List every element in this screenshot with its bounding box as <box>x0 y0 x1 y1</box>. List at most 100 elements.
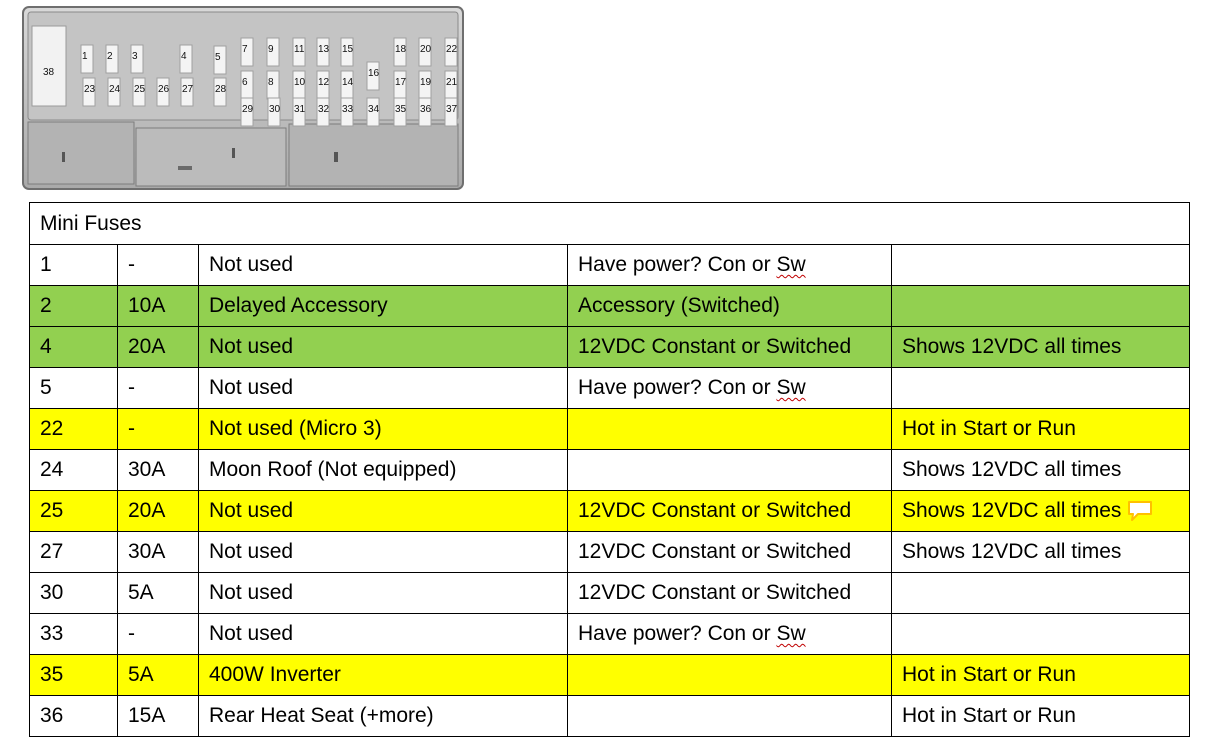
table-row: 36 15A Rear Heat Seat (+more) Hot in Start … <box>29 695 1191 737</box>
cell-text: Hot in Start or Run <box>902 417 1076 440</box>
fuse-label-19: 19 <box>420 77 432 88</box>
table-row: 22-Not used (Micro 3)Hot in Start or Run <box>29 408 1191 450</box>
fuse-label-4: 4 <box>181 51 187 62</box>
cell-note: Hot in Start or Run <box>890 695 1191 737</box>
cell-amps: 30A <box>117 531 199 573</box>
fuse-label-14: 14 <box>342 77 354 88</box>
fuse-label-22: 22 <box>446 44 458 55</box>
fuse-slot-26 <box>156 77 170 107</box>
fuse-slot-23 <box>82 77 96 107</box>
fuse-slot-2 <box>105 44 119 74</box>
cell-text: 12VDC Constant or Switched <box>578 499 852 522</box>
cell-fuse: 22 <box>29 408 118 450</box>
cell-text: 30 <box>40 581 64 604</box>
cell-text: 22 <box>40 417 64 440</box>
fuse-slot-16 <box>366 61 380 91</box>
fuse-label-26: 26 <box>158 84 170 95</box>
cell-note: Shows 12VDC all times <box>890 531 1191 573</box>
cell-power: Have power? Con or Sw <box>567 367 892 409</box>
fuse-box-lower-middle <box>135 127 287 187</box>
cell-text: Not used <box>209 376 294 399</box>
comment-bubble-icon[interactable] <box>1127 500 1153 522</box>
fuse-slot-9 <box>266 37 280 67</box>
cell-fuse: 33 <box>29 613 118 655</box>
cell-text: Accessory (Switched) <box>578 294 780 317</box>
fuse-label-35: 35 <box>395 104 407 115</box>
fuse-box-lower-left <box>27 121 135 185</box>
cell-text: 10A <box>128 294 166 317</box>
cell-text: Not used <box>209 581 294 604</box>
cell-power: Accessory (Switched) <box>567 285 892 327</box>
cell-text: 4 <box>40 335 52 358</box>
cell-text: Rear Heat Seat (+more) <box>209 704 434 727</box>
cell-text: 15A <box>128 704 166 727</box>
cell-power <box>567 408 892 450</box>
cell-power: 12VDC Constant or Switched <box>567 531 892 573</box>
fuse-slot-27 <box>180 77 194 107</box>
cell-text: 33 <box>40 622 64 645</box>
fuse-label-18: 18 <box>395 44 407 55</box>
cell-power: Have power? Con or Sw <box>567 244 892 286</box>
fuse-slot-30 <box>267 97 281 127</box>
fuse-label-17: 17 <box>395 77 407 88</box>
fuse-label-16: 16 <box>368 68 380 79</box>
cell-amps: - <box>117 244 199 286</box>
cell-fuse: 24 <box>29 449 118 491</box>
cell-fuse: 25 <box>29 490 118 532</box>
fuse-slot-36 <box>418 97 432 127</box>
cell-circuit: Moon Roof (Not equipped) <box>198 449 568 491</box>
cell-text: 12VDC Constant or Switched <box>578 581 852 604</box>
cell-note: Shows 12VDC all times <box>890 449 1191 491</box>
cell-power: 12VDC Constant or Switched <box>567 490 892 532</box>
cell-amps: - <box>117 613 199 655</box>
cell-note: Shows 12VDC all times <box>890 490 1191 532</box>
cell-text: 24 <box>40 458 64 481</box>
fuse-label-12: 12 <box>318 77 330 88</box>
cell-circuit: Not used <box>198 613 568 655</box>
fuse-slot-15 <box>340 37 354 67</box>
cell-note <box>890 244 1191 286</box>
cell-text: Shows 12VDC all times <box>902 540 1122 563</box>
cell-text: 30A <box>128 540 166 563</box>
cell-circuit: Delayed Accessory <box>198 285 568 327</box>
cell-circuit: 400W Inverter <box>198 654 568 696</box>
fuse-slot-37 <box>444 97 458 127</box>
cell-text: Shows 12VDC all times <box>902 458 1122 481</box>
fuse-slot-18 <box>393 37 407 67</box>
cell-power: Have power? Con or Sw <box>567 613 892 655</box>
cell-power: 12VDC Constant or Switched <box>567 572 892 614</box>
fuse-label-24: 24 <box>109 84 121 95</box>
fuse-label-15: 15 <box>342 44 354 55</box>
fuse-box-lower-right <box>288 123 459 187</box>
cell-fuse: 36 <box>29 695 118 737</box>
fuse-label-34: 34 <box>368 104 380 115</box>
cell-amps: 10A <box>117 285 199 327</box>
cell-text: 400W Inverter <box>209 663 341 686</box>
fuse-slot-11 <box>292 37 306 67</box>
fuse-38-label: 38 <box>43 67 55 78</box>
cell-amps: 15A <box>117 695 199 737</box>
cell-text: 30A <box>128 458 166 481</box>
cell-text: Not used <box>209 335 294 358</box>
fuse-slot-4 <box>179 44 193 74</box>
fuse-label-37: 37 <box>446 104 458 115</box>
fuse-slot-32 <box>316 97 330 127</box>
cell-circuit: Not used (Micro 3) <box>198 408 568 450</box>
fuse-label-2: 2 <box>107 51 113 62</box>
cell-text: Not used <box>209 253 294 276</box>
fuse-slot-25 <box>132 77 146 107</box>
tab-middle <box>178 166 192 170</box>
fuse-slot-20 <box>418 37 432 67</box>
cell-text: Moon Roof (Not equipped) <box>209 458 457 481</box>
fuse-label-5: 5 <box>215 52 221 63</box>
cell-circuit: Rear Heat Seat (+more) <box>198 695 568 737</box>
fuse-slot-33 <box>340 97 354 127</box>
fuse-label-31: 31 <box>294 104 306 115</box>
fuse-slot-31 <box>292 97 306 127</box>
cell-amps: 20A <box>117 326 199 368</box>
